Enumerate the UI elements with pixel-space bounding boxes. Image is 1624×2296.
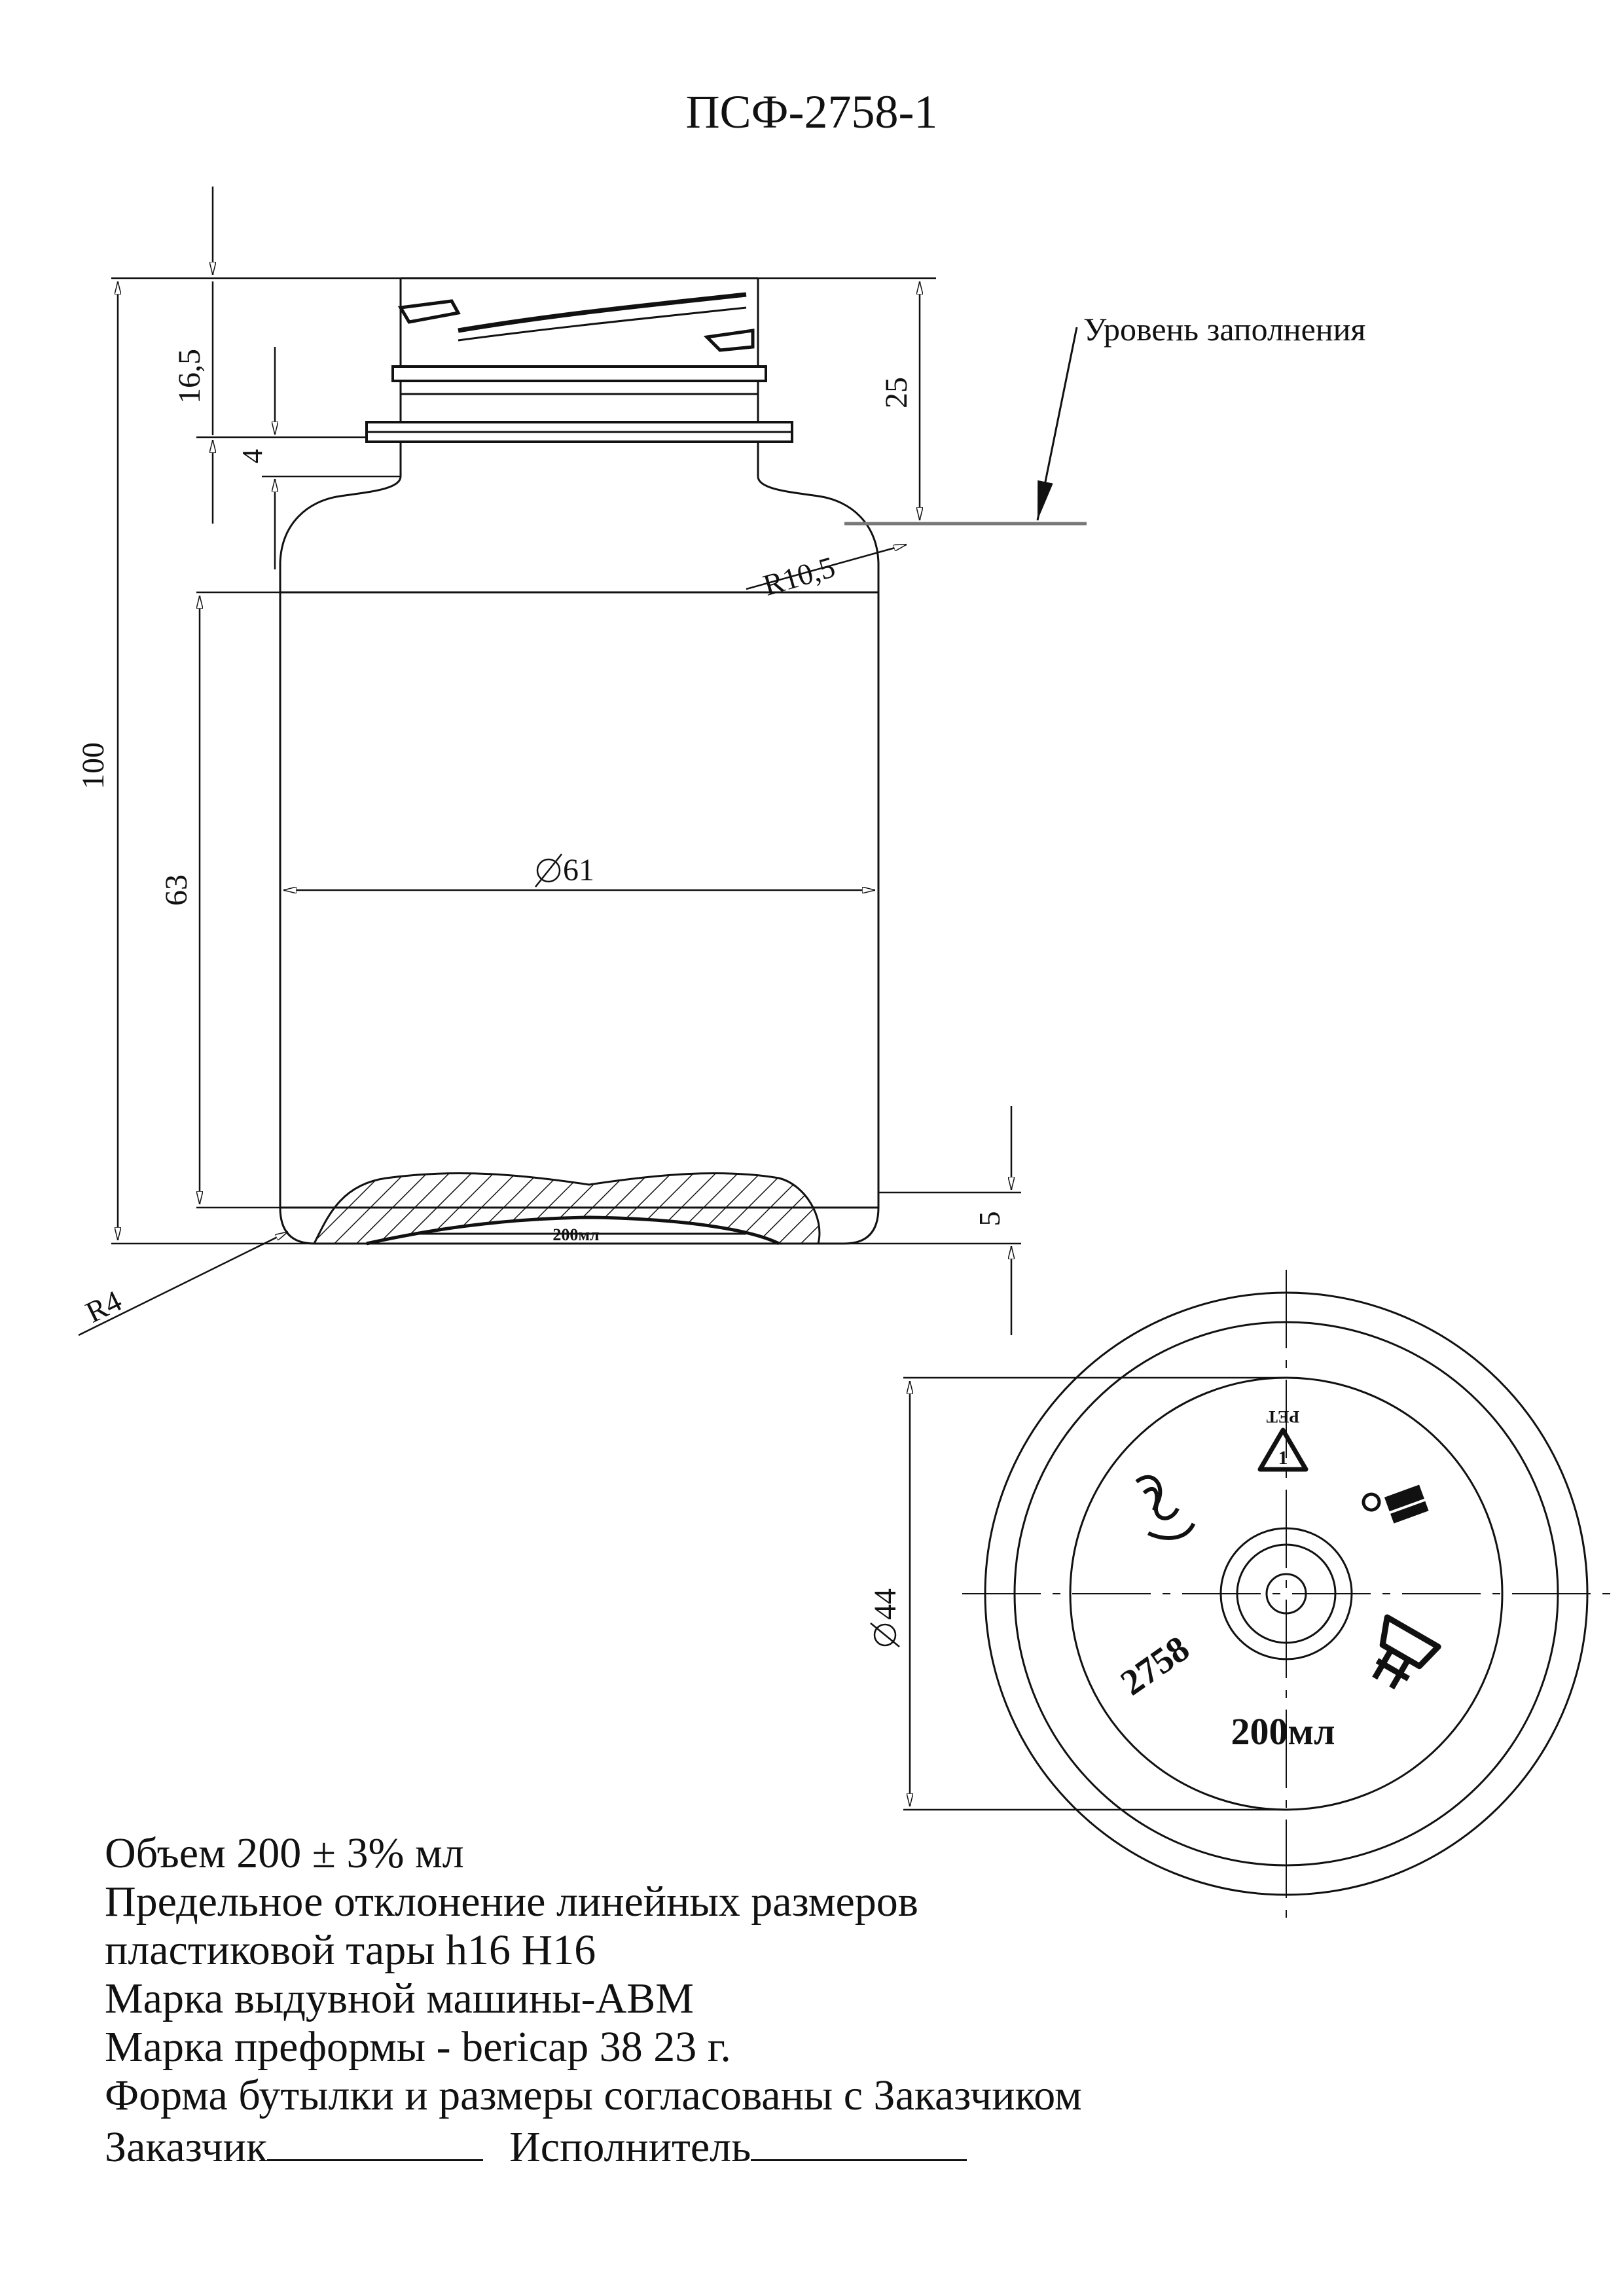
- dimension-lines: [78, 187, 1021, 1336]
- note-preform: Марка преформы - bericap 38 23 г.: [105, 2023, 731, 2071]
- dim-height-total: 100: [76, 742, 111, 789]
- note-volume: Объем 200 ± 3% мл: [105, 1829, 464, 1877]
- base-emboss-text: 200мл: [552, 1225, 599, 1244]
- signature-row: Заказчик Исполнитель: [105, 2120, 1610, 2172]
- dim-body-diameter: 61: [535, 853, 594, 888]
- dim-body-diameter-value: 61: [563, 853, 594, 888]
- drawing-notes: Объем 200 ± 3% мл Предельное отклонение …: [105, 1829, 1610, 2172]
- contractor-label: Исполнитель: [509, 2123, 751, 2171]
- dim-heel-radius: R4: [81, 1283, 127, 1329]
- dim-shoulder-radius: R10,5: [759, 550, 839, 602]
- note-tolerance-2: пластиковой тары h16 H16: [105, 1926, 596, 1974]
- dim-base-height: 5: [973, 1211, 1006, 1227]
- contractor-signature-line[interactable]: [751, 2120, 967, 2161]
- note-tolerance-1: Предельное отклонение линейных размеров: [105, 1878, 918, 1926]
- bottle-bottom-view: [903, 1270, 1610, 1918]
- svg-text:PET: PET: [1267, 1407, 1300, 1426]
- note-machine: Марка выдувной машины-АВМ: [105, 1975, 694, 2022]
- recycling-symbol-icon: PET 1: [1257, 1407, 1308, 1472]
- customer-signature-line[interactable]: [267, 2120, 484, 2161]
- dim-base-diameter: 44: [868, 1588, 903, 1647]
- glass-fork-icon: [1135, 1475, 1196, 1540]
- dim-finish-height: 25: [879, 377, 914, 408]
- dim-body-height: 63: [159, 874, 194, 906]
- fill-level-label: Уровень заполнения: [1083, 311, 1365, 348]
- food-safe-icon: [1372, 1614, 1441, 1690]
- mold-number: 2758: [1113, 1628, 1197, 1704]
- bottom-volume-mark: 200мл: [1231, 1710, 1335, 1753]
- svg-text:1: 1: [1278, 1447, 1288, 1469]
- customer-label: Заказчик: [105, 2123, 268, 2171]
- dispose-bin-icon: [1362, 1484, 1429, 1524]
- dim-base-diameter-value: 44: [868, 1588, 903, 1620]
- fill-level-indicator: [844, 327, 1087, 526]
- bottle-side-view: [279, 277, 880, 1246]
- drawing-title: ПСФ-2758-1: [686, 86, 938, 138]
- dim-neck-height: 16,5: [172, 349, 207, 404]
- note-approval: Форма бутылки и размеры согласованы с За…: [105, 2072, 1082, 2119]
- dim-collar: 4: [236, 449, 268, 463]
